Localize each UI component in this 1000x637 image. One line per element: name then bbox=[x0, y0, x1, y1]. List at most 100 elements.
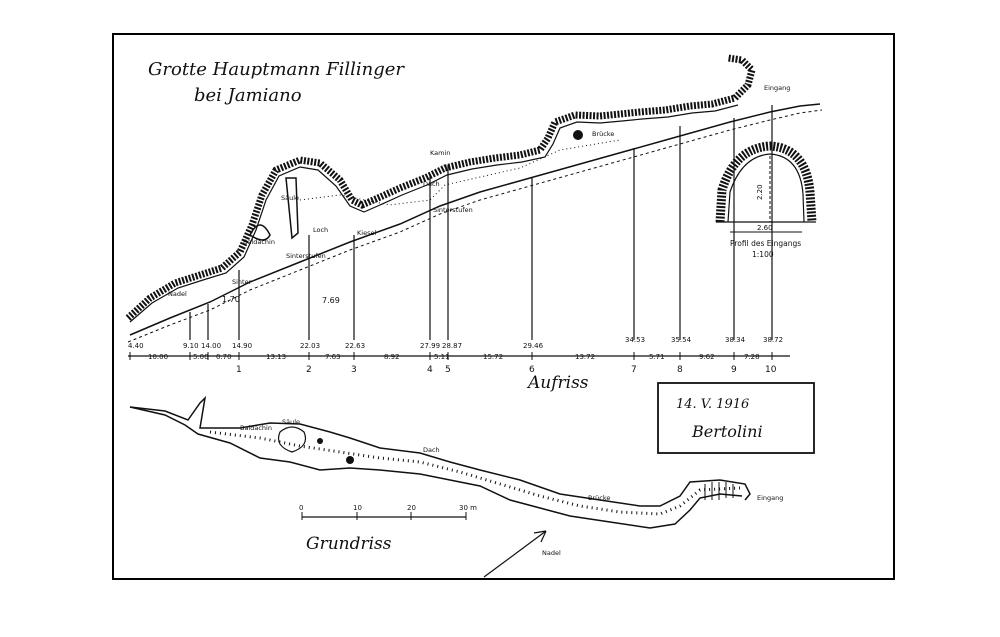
svg-text:Brücke: Brücke bbox=[588, 494, 610, 502]
svg-text:15.72: 15.72 bbox=[483, 353, 503, 361]
svg-text:4.40: 4.40 bbox=[128, 342, 144, 350]
segment-labels: 10.00 5.00 0.70 13.13 7.63 8.92 5.11 15.… bbox=[148, 353, 760, 361]
plan-label: Grundriss bbox=[306, 534, 392, 554]
entrance-height-value: 2.20 bbox=[756, 184, 764, 200]
svg-text:Dach: Dach bbox=[423, 446, 440, 454]
svg-text:Säule: Säule bbox=[282, 418, 300, 426]
svg-text:5.71: 5.71 bbox=[649, 353, 665, 361]
elevation-feature-labels: Eingang Brücke Kamin Dach Säule Loch Kie… bbox=[168, 84, 790, 298]
svg-text:3: 3 bbox=[351, 365, 357, 375]
bruecke-formation bbox=[573, 130, 583, 140]
svg-text:0: 0 bbox=[299, 504, 303, 512]
profile-scale: 1:100 bbox=[752, 250, 774, 259]
plan-entrance-hatch bbox=[704, 482, 734, 500]
plan-outline-lower bbox=[129, 406, 743, 529]
svg-text:27.99: 27.99 bbox=[420, 342, 440, 350]
svg-text:38.72: 38.72 bbox=[763, 336, 783, 344]
svg-text:9.62: 9.62 bbox=[699, 353, 715, 361]
svg-text:Sinterstufen: Sinterstufen bbox=[286, 252, 326, 260]
sheet-frame bbox=[112, 33, 895, 580]
plan-feature-labels: Baldachin Säule Dach Brücke Eingang Nade… bbox=[240, 418, 783, 557]
survey-date: 14. V. 1916 bbox=[676, 397, 749, 412]
svg-text:8: 8 bbox=[677, 365, 683, 375]
baseline-ticks bbox=[129, 352, 773, 360]
svg-text:9: 9 bbox=[731, 365, 737, 375]
plan-fill-texture bbox=[209, 430, 741, 516]
svg-text:Sinter: Sinter bbox=[232, 278, 252, 286]
entrance-arch-inner bbox=[727, 153, 805, 223]
elevation-section: 4.40 9.10 14.00 14.90 22.03 22.63 27.99 … bbox=[125, 54, 823, 393]
svg-text:9.10: 9.10 bbox=[183, 342, 199, 350]
plan-section: Baldachin Säule Dach Brücke Eingang Nade… bbox=[129, 395, 783, 578]
svg-text:13.13: 13.13 bbox=[266, 353, 286, 361]
svg-text:Eingang: Eingang bbox=[757, 494, 783, 502]
svg-text:Sinterstufen: Sinterstufen bbox=[433, 206, 473, 214]
plan-column bbox=[277, 426, 307, 453]
entrance-profile: 2.20 2.60 Profil des Eingangs 1:100 bbox=[715, 141, 817, 259]
svg-text:30 m: 30 m bbox=[459, 504, 477, 512]
station-lines bbox=[189, 105, 773, 340]
title-line2: bei Jamiano bbox=[194, 85, 302, 106]
north-arrow-line bbox=[483, 530, 547, 578]
sediment-band bbox=[299, 139, 621, 206]
svg-text:5.11: 5.11 bbox=[434, 353, 450, 361]
svg-text:7.69: 7.69 bbox=[322, 296, 340, 305]
svg-text:5: 5 bbox=[445, 365, 451, 375]
cave-floor-lower bbox=[127, 109, 823, 343]
svg-text:1: 1 bbox=[236, 365, 242, 375]
svg-text:34.53: 34.53 bbox=[625, 336, 645, 344]
depth-labels: 4.40 9.10 14.00 14.90 22.03 22.63 27.99 … bbox=[128, 336, 783, 350]
svg-text:7.28: 7.28 bbox=[744, 353, 760, 361]
svg-text:10.00: 10.00 bbox=[148, 353, 168, 361]
surveyor-signature: Bertolini bbox=[691, 422, 763, 441]
svg-text:Nadel: Nadel bbox=[168, 290, 187, 298]
svg-text:22.03: 22.03 bbox=[300, 342, 320, 350]
svg-text:10: 10 bbox=[353, 504, 362, 512]
svg-text:7.63: 7.63 bbox=[325, 353, 341, 361]
svg-text:1.70: 1.70 bbox=[222, 295, 240, 304]
svg-text:Kiesel: Kiesel bbox=[357, 229, 376, 237]
svg-text:Eingang: Eingang bbox=[764, 84, 790, 92]
svg-text:Baldachin: Baldachin bbox=[243, 238, 275, 246]
north-arrow-head bbox=[533, 530, 547, 543]
station-numbers: 1 2 3 4 5 6 7 8 9 10 bbox=[236, 365, 777, 375]
svg-text:8.92: 8.92 bbox=[384, 353, 400, 361]
elevation-marks: 1.70 7.69 bbox=[222, 295, 340, 305]
svg-text:38.34: 38.34 bbox=[725, 336, 746, 344]
svg-text:Baldachin: Baldachin bbox=[240, 424, 272, 432]
entrance-arch bbox=[715, 141, 817, 223]
svg-text:20: 20 bbox=[407, 504, 416, 512]
svg-text:13.72: 13.72 bbox=[575, 353, 595, 361]
svg-text:4: 4 bbox=[427, 365, 433, 375]
svg-text:Brücke: Brücke bbox=[592, 130, 614, 138]
svg-text:6: 6 bbox=[529, 365, 535, 375]
profile-label: Profil des Eingangs bbox=[730, 239, 801, 248]
saule-formation bbox=[285, 177, 299, 240]
cave-floor bbox=[129, 103, 821, 336]
svg-text:5.00: 5.00 bbox=[193, 353, 209, 361]
svg-text:35.54: 35.54 bbox=[671, 336, 692, 344]
svg-text:29.46: 29.46 bbox=[523, 342, 544, 350]
svg-text:Kamin: Kamin bbox=[430, 149, 450, 157]
title-line1: Grotte Hauptmann Fillinger bbox=[148, 59, 405, 80]
entrance-width-value: 2.60 bbox=[757, 224, 773, 232]
svg-text:Nadel: Nadel bbox=[542, 549, 561, 557]
svg-text:22.63: 22.63 bbox=[345, 342, 365, 350]
svg-text:0.70: 0.70 bbox=[216, 353, 232, 361]
cave-ceiling-inner bbox=[129, 104, 739, 323]
svg-text:7: 7 bbox=[631, 365, 637, 375]
svg-text:10: 10 bbox=[765, 365, 777, 375]
baldachin-formation bbox=[249, 224, 271, 241]
plan-outline-upper bbox=[129, 395, 751, 507]
svg-text:Loch: Loch bbox=[313, 226, 328, 234]
svg-text:Dach: Dach bbox=[423, 180, 440, 188]
svg-text:2: 2 bbox=[306, 365, 312, 375]
svg-text:14.90: 14.90 bbox=[232, 342, 252, 350]
elevation-label: Aufriss bbox=[526, 373, 589, 393]
plan-dach-dot bbox=[346, 456, 354, 464]
date-signature-box: 14. V. 1916 Bertolini bbox=[657, 382, 815, 454]
svg-text:Säule: Säule bbox=[281, 194, 299, 202]
plan-saule-dot bbox=[317, 438, 323, 444]
svg-text:28.87: 28.87 bbox=[442, 342, 462, 350]
